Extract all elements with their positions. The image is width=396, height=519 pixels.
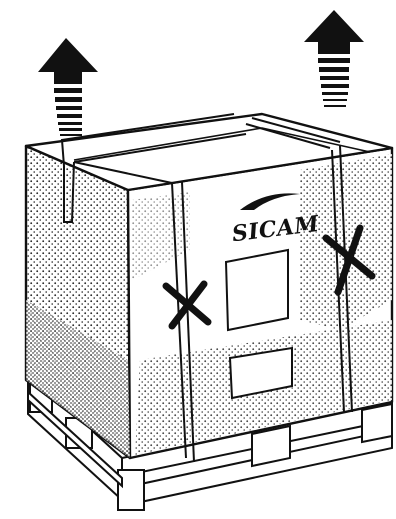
lift-arrow-icon [38,38,98,84]
pallet-block-front-left [118,470,144,510]
pallet-block-front-right [362,404,392,442]
lift-arrow-icon [304,10,364,54]
label-panel-upper [226,250,288,330]
lift-arrow-left [38,38,98,136]
pallet-block-front-middle [252,426,290,466]
lift-arrow-right [304,10,364,107]
